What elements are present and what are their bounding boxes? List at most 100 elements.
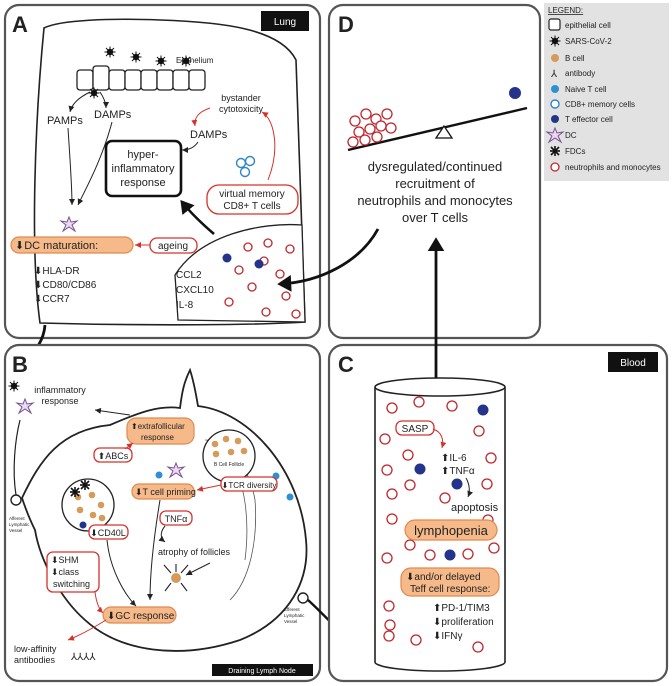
b-cell-icon <box>551 54 559 62</box>
legend-label-naive: Naive T cell <box>565 85 607 94</box>
class-label: ⬇class <box>51 567 80 577</box>
legend-label-virus: SARS-CoV-2 <box>565 37 612 46</box>
ageing-label: ageing <box>158 241 188 252</box>
legend-label-antibody: antibody <box>565 69 595 78</box>
virus-icon <box>104 46 116 58</box>
fdc-icon <box>79 479 91 491</box>
panel-d-letter: D <box>338 12 354 37</box>
abcs-label: ⬆ABCs <box>98 451 129 461</box>
efferent-label-2: Lymphatic <box>284 613 305 618</box>
tnfa-arrow <box>158 525 166 543</box>
legend-label-neutrophil: neutrophils and monocytes <box>565 163 661 172</box>
panel-b-lymph-node: B Afferent Lymphatic Vessel inflammatory… <box>3 343 378 683</box>
low-affinity-label-1: low-affinity <box>14 644 57 654</box>
blood-vessel-bottom <box>374 661 506 672</box>
tnfa-c-label: ⬆TNFα <box>441 466 475 477</box>
inflammatory-label-2: response <box>41 396 78 406</box>
hyper-label-1: hyper- <box>127 149 159 161</box>
to-apoptosis-arrow <box>465 477 474 498</box>
antibody-icon: ⅄ <box>550 69 558 80</box>
t-cell-priming-pill <box>131 483 195 500</box>
damps-to-dc-arrow <box>77 121 113 206</box>
virtual-memory-label-2: CD8+ T cells <box>223 201 280 212</box>
virus-icon <box>88 87 100 99</box>
panel-c-blood: C Blood SASP ⬆IL-6 ⬆TNFα apoptosis lymph… <box>327 237 669 683</box>
d-to-lung-arrow <box>277 228 380 292</box>
efferent-vessel <box>297 592 309 604</box>
follicle-b-cells <box>211 435 248 458</box>
hyperinflammatory-box <box>104 139 183 198</box>
legend-label-epithelial: epithelial cell <box>565 21 611 30</box>
il6-label: ⬆IL-6 <box>441 453 467 464</box>
gc-b-cells <box>74 491 106 522</box>
d-line-4: over T cells <box>402 210 468 225</box>
bystander-arrow <box>191 107 211 127</box>
cytotoxicity-label: cytotoxicity <box>219 104 264 114</box>
vm-to-bystander-arrow <box>261 111 276 181</box>
d-line-1: dysregulated/continued <box>368 159 502 174</box>
epithelium-cells <box>76 65 206 91</box>
neutrophil-cluster <box>347 108 397 148</box>
gc-response-label: ⬇GC response <box>107 611 175 622</box>
naive-t-cell-icon <box>286 493 294 501</box>
fdc-dendrites <box>163 564 189 592</box>
panel-d: D dysregulated/continued recruitment of … <box>277 3 542 340</box>
panel-c-header: Blood <box>620 358 646 369</box>
marker-hla: ⬇HLA-DR <box>34 266 80 277</box>
virus-icon <box>549 35 561 47</box>
t-effector-cell-icon <box>509 87 521 99</box>
cd8-memory-cell-icon <box>235 157 247 169</box>
efferent-label-3: Vessel <box>284 619 297 624</box>
virus-icon <box>8 380 20 392</box>
tcr-diversity-box <box>220 476 278 492</box>
tcr-arrow <box>196 484 222 492</box>
afferent-label-3: Vessel <box>9 528 22 533</box>
damps-label: DAMPs <box>94 109 132 121</box>
pamps-to-dc-arrow <box>67 127 75 206</box>
fdc-icon <box>69 486 81 498</box>
inflammatory-label-1: inflammatory <box>34 385 86 395</box>
afferent-path <box>13 419 21 496</box>
to-inflammatory-arrow <box>94 407 131 416</box>
afferent-vessel <box>10 494 22 506</box>
balance-beam <box>347 106 528 152</box>
legend: LEGEND: epithelial cell SARS-CoV-2 B cel… <box>544 3 669 181</box>
naive-t-cell-icon <box>551 85 559 93</box>
priming-to-gc-arrow <box>147 499 161 601</box>
panel-c-letter: C <box>338 352 354 377</box>
antibody-icon: ⅄⅄⅄⅄ <box>70 652 96 663</box>
sasp-arrow <box>432 428 447 449</box>
cd40l-box <box>88 524 129 540</box>
cd8-memory-cell-icon <box>550 99 560 109</box>
virus-icon <box>155 55 167 67</box>
damps-to-hyper-arrow <box>181 141 199 153</box>
gc-to-antibody-arrow <box>67 619 107 641</box>
efferent-label-1: Efferent <box>284 607 300 612</box>
naive-t-cell-icon <box>155 471 163 479</box>
pd1-label: ⬆PD-1/TIM3 <box>433 603 490 614</box>
vessel-to-hyper-arrow <box>180 199 215 235</box>
panel-a-lung: A Lung Epithelium PAMPs DAMPs bystander <box>3 3 322 367</box>
bystander-label: bystander <box>221 93 261 103</box>
teff-label-2: Teff cell response: <box>410 584 490 595</box>
panel-a-letter: A <box>12 12 28 37</box>
shm-arrow <box>94 591 104 614</box>
proliferation-label: ⬇proliferation <box>433 617 494 628</box>
switching-label: switching <box>53 579 90 589</box>
lymphopenia-pill <box>404 519 498 541</box>
legend-label-fdc: FDCs <box>565 147 585 156</box>
lung-outline <box>33 18 306 326</box>
neutrophil-monocyte-icon <box>550 162 560 172</box>
shm-label: ⬇SHM <box>51 555 79 565</box>
epithelium-label: Epithelium <box>176 56 214 65</box>
tnfa-box <box>159 510 193 526</box>
virtual-memory-label-1: virtual memory <box>219 189 285 200</box>
balance-fulcrum <box>434 124 454 139</box>
fdc-icon <box>549 145 561 157</box>
chemokine-ccl2: CCL2 <box>176 270 202 281</box>
damps-arrow <box>99 91 109 109</box>
marker-cd80: ⬇CD80/CD86 <box>34 280 97 291</box>
cd8-memory-cell-icon <box>244 155 256 167</box>
t-effector-cell-icon <box>79 521 87 529</box>
cd40l-label: ⬇CD40L <box>90 528 126 538</box>
